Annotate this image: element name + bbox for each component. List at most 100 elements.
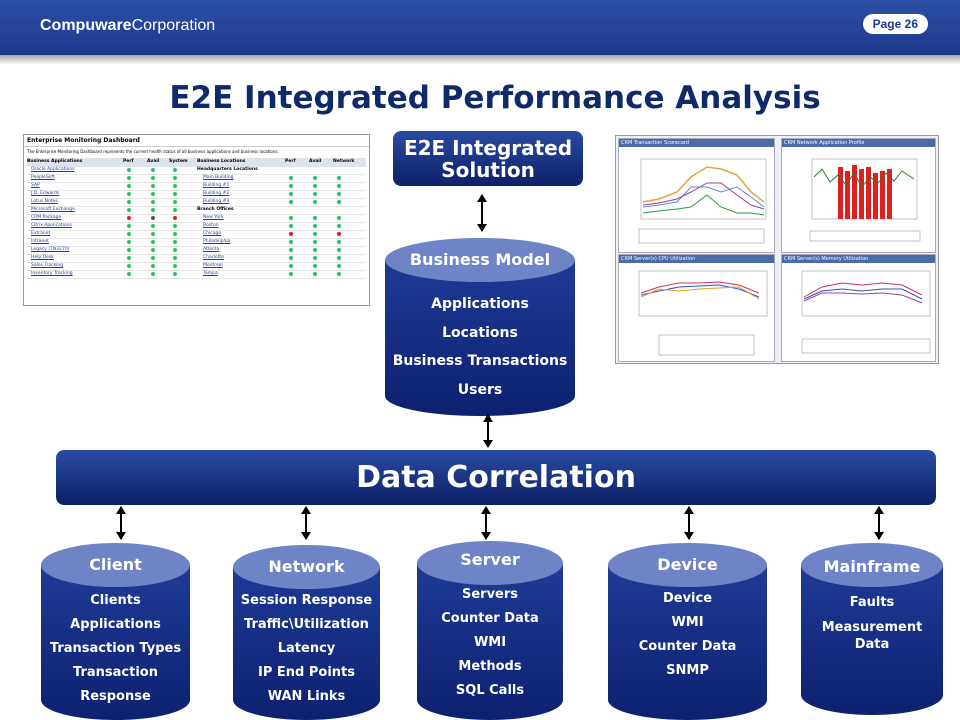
dashboard-app-link[interactable]: SAP	[31, 183, 40, 188]
arrow-business-correlation	[483, 414, 493, 448]
dashboard-row: Inventory Tracking Tampa	[27, 271, 366, 279]
status-dot	[151, 184, 155, 188]
dashboard-app-link[interactable]: Extranet	[31, 231, 51, 236]
dashboard-location-group: Headquarters Locations	[197, 167, 258, 172]
status-dot	[127, 232, 131, 236]
memory-utilization-panel: CRM Server(s) Memory Utilization	[781, 254, 936, 362]
page-number-badge: Page 26	[862, 14, 928, 34]
status-dot	[151, 176, 155, 180]
dashboard-app-link[interactable]: Microsoft Exchange	[31, 207, 75, 212]
scorecard-chart	[638, 158, 767, 244]
dashboard-location-link[interactable]: Montreal	[203, 263, 223, 268]
device-item: SNMP	[666, 663, 709, 678]
status-dot	[289, 272, 293, 276]
dashboard-location-link[interactable]: New York	[203, 215, 224, 220]
cpu-chart	[638, 270, 768, 356]
status-dot	[151, 168, 155, 172]
status-dot	[313, 264, 317, 268]
dashboard-row: Intranet Philadelphia	[27, 239, 366, 247]
server-item: WMI	[473, 635, 507, 650]
status-dot	[313, 176, 317, 180]
dashboard-row: Help Desk Charlotte	[27, 255, 366, 263]
dashboard-header-cell: System	[169, 159, 188, 164]
device-cylinder: Device Device WMI Counter Data SNMP	[608, 543, 767, 720]
data-correlation-bar: Data Correlation	[56, 450, 936, 505]
network-profile-title: CRM Network Application Profile	[782, 139, 935, 147]
server-item: SQL Calls	[455, 683, 525, 698]
network-item: IP End Points	[258, 665, 355, 680]
dashboard-row: Extranet Chicago	[27, 231, 366, 239]
arrow-device	[684, 506, 694, 540]
dashboard-header-cell: Avail	[147, 159, 160, 164]
status-dot	[337, 176, 341, 180]
dashboard-row: Sales Tracking Montreal	[27, 263, 366, 271]
dashboard-app-link[interactable]: Lotus Notes	[31, 199, 58, 204]
client-item: Clients	[90, 593, 141, 608]
bm-item: Business Transactions	[392, 353, 568, 369]
cpu-utilization-panel: CRM Server(s) CPU Utilization	[618, 254, 775, 362]
status-dot	[173, 232, 177, 236]
mainframe-cylinder: Mainframe Faults Measurement Data	[801, 543, 943, 715]
status-dot	[289, 224, 293, 228]
network-profile-chart	[809, 158, 921, 242]
arrow-e2e-business	[477, 194, 487, 232]
dashboard-app-link[interactable]: Inventory Tracking	[31, 271, 73, 276]
status-dot	[289, 200, 293, 204]
dashboard-app-link[interactable]: Intranet	[31, 239, 49, 244]
dashboard-app-link[interactable]: J.D. Edwards	[31, 191, 60, 196]
dashboard-app-link[interactable]: Citrix Applications	[31, 223, 72, 228]
status-dot	[313, 216, 317, 220]
dashboard-app-link[interactable]: Sales Tracking	[31, 263, 64, 268]
network-item: Traffic\Utilization	[244, 617, 369, 632]
header-bar: CompuwareCorporation Page 26	[0, 0, 960, 65]
crm-charts-screenshot: CRM Transaction Scorecard CRM Network Ap…	[615, 135, 939, 364]
dashboard-app-link[interactable]: Oracle Applications	[31, 167, 75, 172]
dashboard-location-link[interactable]: Building #1	[203, 183, 230, 188]
dashboard-location-link[interactable]: Boston	[203, 223, 219, 228]
dashboard-location-link[interactable]: Atlanta	[203, 247, 220, 252]
mainframe-item: Data	[854, 637, 890, 652]
dashboard-header-cell: Business Applications	[27, 159, 83, 164]
mainframe-label: Mainframe	[801, 543, 943, 587]
cpu-title: CRM Server(s) CPU Utilization	[619, 255, 774, 263]
business-model-items: Applications Locations Business Transact…	[385, 290, 575, 404]
status-dot	[313, 256, 317, 260]
status-dot	[127, 248, 131, 252]
dashboard-location-link[interactable]: Chicago	[203, 231, 222, 236]
dashboard-row: Lotus Notes Building #3	[27, 199, 366, 207]
client-label: Client	[41, 543, 190, 587]
status-dot	[173, 264, 177, 268]
dashboard-header-cell: Network	[333, 159, 355, 164]
dashboard-title: Enterprise Monitoring Dashboard	[24, 135, 369, 147]
status-dot	[313, 232, 317, 236]
dashboard-subtitle: The Enterprise Monitoring Dashboard repr…	[27, 149, 279, 154]
status-dot	[337, 240, 341, 244]
network-label: Network	[233, 545, 380, 589]
dashboard-app-link[interactable]: Help Desk	[31, 255, 54, 260]
client-cylinder: Client Clients Applications Transaction …	[41, 543, 190, 720]
status-dot	[173, 240, 177, 244]
arrow-mainframe	[874, 506, 884, 540]
status-dot	[127, 264, 131, 268]
status-dot	[151, 264, 155, 268]
slide-title: E2E Integrated Performance Analysis	[169, 80, 821, 116]
dashboard-location-link[interactable]: Building #3	[203, 199, 230, 204]
dashboard-row: SAP Building #1	[27, 183, 366, 191]
status-dot	[337, 224, 341, 228]
dashboard-app-link[interactable]: Legacy (TN3270)	[31, 247, 70, 252]
status-dot	[289, 184, 293, 188]
dashboard-header-cell: Perf	[285, 159, 296, 164]
scorecard-title: CRM Transaction Scorecard	[619, 139, 774, 147]
dashboard-location-link[interactable]: Tampa	[203, 271, 218, 276]
dashboard-location-link[interactable]: Philadelphia	[203, 239, 231, 244]
status-dot	[127, 272, 131, 276]
status-dot	[337, 184, 341, 188]
dashboard-location-link[interactable]: Main Building	[203, 175, 234, 180]
server-cylinder: Server Servers Counter Data WMI Methods …	[417, 541, 563, 720]
dashboard-app-link[interactable]: CRM Package	[31, 215, 62, 220]
dashboard-location-link[interactable]: Building #2	[203, 191, 230, 196]
dashboard-app-link[interactable]: PeopleSoft	[31, 175, 55, 180]
status-dot	[151, 200, 155, 204]
dashboard-location-link[interactable]: Charlotte	[203, 255, 224, 260]
